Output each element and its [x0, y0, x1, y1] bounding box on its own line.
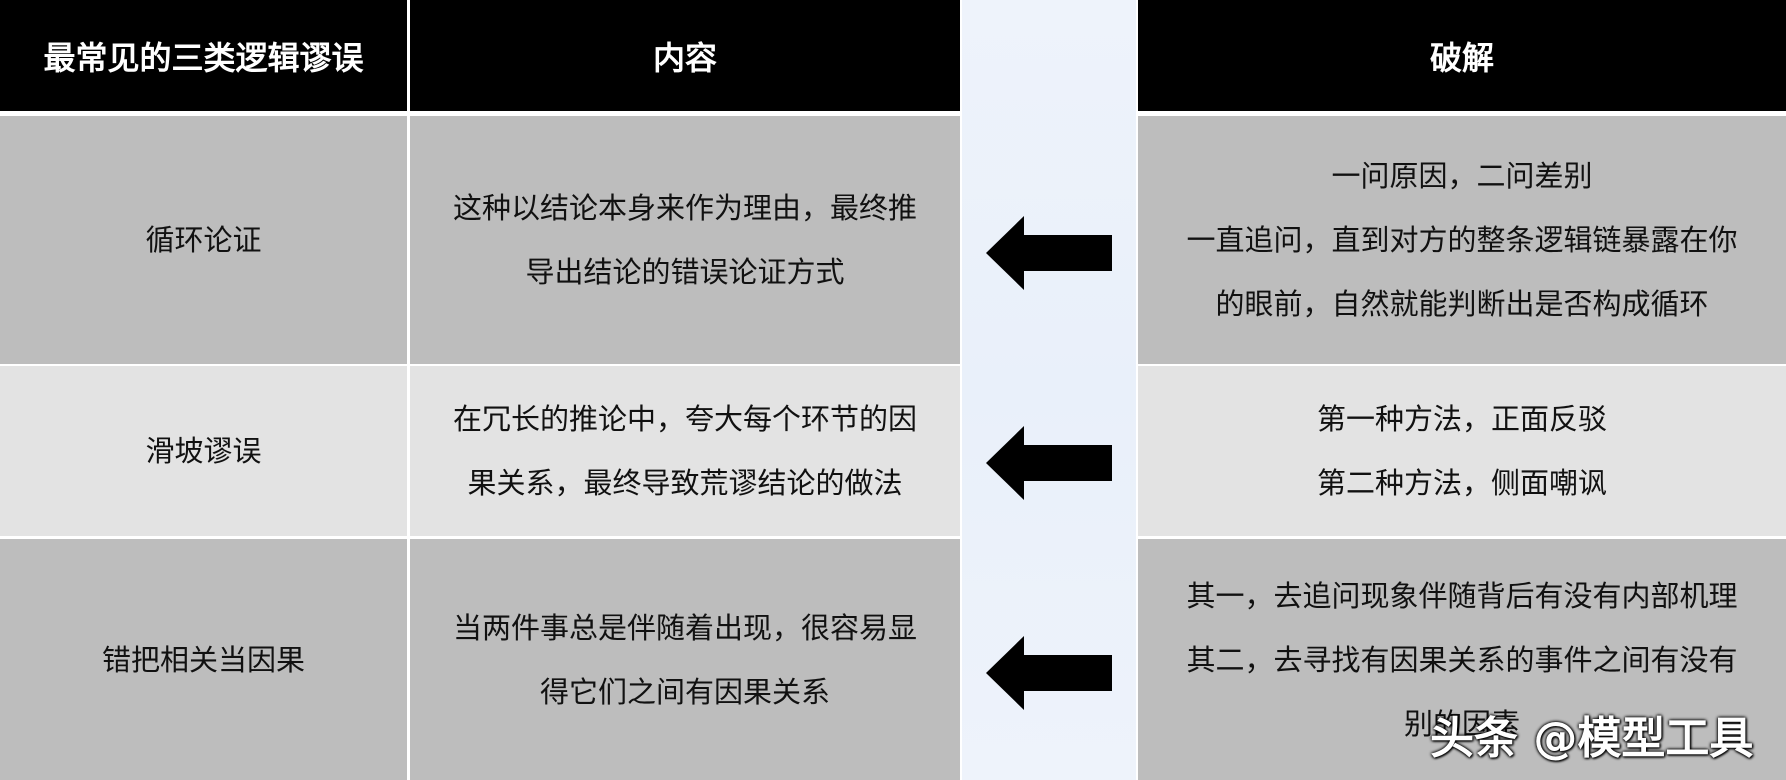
row-3-solution-line: 别的因素 [1403, 706, 1520, 741]
row-3-solution-line: 其一，去追问现象伴随背后有没有内部机理 [1186, 578, 1738, 613]
row-1-solution-line: 一直追问，直到对方的整条逻辑链暴露在你 [1186, 223, 1738, 257]
header-fallacy-type-label: 最常见的三类逻辑谬误 [43, 38, 364, 77]
watermark: 头条 @模型工具 [1430, 713, 1754, 764]
row-1-content-line: 导出结论的错误论证方式 [525, 255, 845, 289]
row-1-content-line: 这种以结论本身来作为理由，最终推 [452, 191, 917, 225]
row-1-content: 这种以结论本身来作为理由，最终推 导出结论的错误论证方式 [410, 116, 960, 364]
arrow-left-icon [986, 636, 1112, 710]
header-solution-label: 破解 [1429, 38, 1494, 77]
header-content: 内容 [410, 0, 960, 111]
arrow-column [962, 0, 1136, 780]
row-2-content-line: 在冗长的推论中，夸大每个环节的因 [452, 402, 917, 436]
arrow-left-icon [986, 216, 1112, 290]
row-3-content-line: 当两件事总是伴随着出现，很容易显 [452, 610, 917, 645]
row-2-name-text: 滑坡谬误 [145, 434, 262, 468]
row-3-content: 当两件事总是伴随着出现，很容易显 得它们之间有因果关系 [410, 539, 960, 780]
header-solution: 破解 [1138, 0, 1786, 111]
row-1-solution-line: 的眼前，自然就能判断出是否构成循环 [1215, 287, 1709, 321]
row-3-name: 错把相关当因果 [0, 539, 407, 780]
row-3-content-line: 得它们之间有因果关系 [539, 674, 830, 709]
row-3-name-text: 错把相关当因果 [101, 642, 305, 677]
row-1-name-text: 循环论证 [145, 223, 262, 257]
row-1-solution: 一问原因，二问差别 一直追问，直到对方的整条逻辑链暴露在你 的眼前，自然就能判断… [1138, 116, 1786, 364]
row-2-name: 滑坡谬误 [0, 366, 407, 536]
row-2-solution-line: 第一种方法，正面反驳 [1316, 402, 1607, 436]
row-3-solution: 其一，去追问现象伴随背后有没有内部机理 其二，去寻找有因果关系的事件之间有没有 … [1138, 539, 1786, 780]
row-2-content: 在冗长的推论中，夸大每个环节的因 果关系，最终导致荒谬结论的做法 [410, 366, 960, 536]
header-content-label: 内容 [652, 38, 717, 77]
row-2-solution: 第一种方法，正面反驳 第二种方法，侧面嘲讽 [1138, 366, 1786, 536]
row-2-content-line: 果关系，最终导致荒谬结论的做法 [467, 466, 903, 500]
row-1-solution-line: 一问原因，二问差别 [1331, 159, 1593, 193]
header-fallacy-type: 最常见的三类逻辑谬误 [0, 0, 407, 111]
row-3-solution-line: 其二，去寻找有因果关系的事件之间有没有 [1186, 642, 1738, 677]
row-2-solution-line: 第二种方法，侧面嘲讽 [1316, 466, 1607, 500]
arrow-left-icon [986, 426, 1112, 500]
row-1-name: 循环论证 [0, 116, 407, 364]
